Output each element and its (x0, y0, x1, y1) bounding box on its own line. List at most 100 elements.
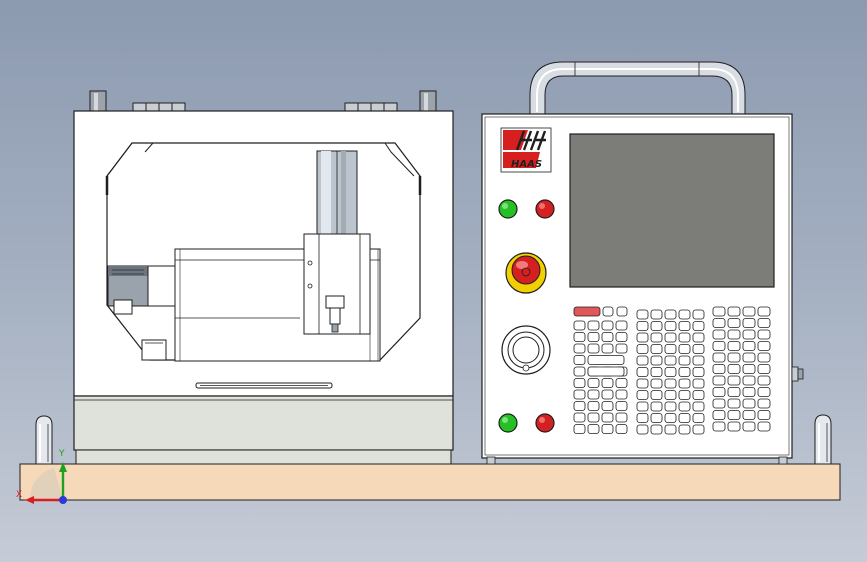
keypad-key[interactable] (742, 318, 756, 328)
keypad-key[interactable] (712, 364, 726, 374)
keypad-key[interactable] (636, 344, 649, 354)
keypad-key[interactable] (712, 352, 726, 363)
keypad-key[interactable] (573, 412, 586, 423)
keypad-key[interactable] (727, 421, 741, 432)
keypad-key[interactable] (615, 378, 628, 388)
keypad-key[interactable] (601, 378, 614, 388)
keypad-key[interactable] (757, 410, 771, 420)
keypad-key[interactable] (616, 306, 628, 317)
keypad-key[interactable] (712, 329, 726, 340)
keypad-key[interactable] (742, 421, 756, 432)
keypad-key[interactable] (573, 343, 586, 354)
keypad-key[interactable] (742, 329, 756, 340)
keypad-key[interactable] (712, 375, 726, 386)
keypad-key[interactable] (636, 309, 649, 320)
keypad-key[interactable] (727, 352, 741, 363)
keypad-key[interactable] (573, 401, 586, 411)
keypad-key[interactable] (615, 332, 628, 342)
keypad-key[interactable] (573, 320, 586, 331)
keypad-key[interactable] (650, 424, 663, 435)
keypad-key[interactable] (727, 341, 741, 351)
keypad-key[interactable] (573, 332, 586, 342)
keypad-key[interactable] (664, 332, 677, 343)
keypad-key[interactable] (587, 320, 600, 331)
keypad-key[interactable] (587, 378, 600, 388)
keypad-key[interactable] (678, 413, 691, 423)
keypad-key[interactable] (692, 413, 705, 423)
keypad-key[interactable] (712, 306, 726, 317)
feed-hold-button[interactable] (535, 199, 555, 219)
keypad-key[interactable] (615, 424, 628, 434)
keypad-key[interactable] (587, 412, 600, 423)
keypad-key[interactable] (650, 321, 663, 331)
keypad-key[interactable] (742, 398, 756, 409)
keypad-key[interactable] (664, 309, 677, 320)
keypad-key[interactable] (573, 378, 586, 388)
keypad-key[interactable] (636, 367, 649, 377)
keypad-key[interactable] (602, 306, 614, 317)
keypad-key[interactable] (742, 375, 756, 386)
keypad-key[interactable] (664, 321, 677, 331)
keypad-key[interactable] (692, 309, 705, 320)
keypad-key[interactable] (587, 343, 600, 354)
keypad-key[interactable] (650, 309, 663, 320)
keypad-key[interactable] (650, 378, 663, 389)
keypad-key[interactable] (712, 410, 726, 420)
keypad-key[interactable] (692, 355, 705, 366)
keypad-key[interactable] (678, 378, 691, 389)
keypad-key[interactable] (692, 344, 705, 354)
keypad-key[interactable] (650, 401, 663, 412)
keypad-key[interactable] (615, 412, 628, 423)
keypad-key[interactable] (727, 387, 741, 397)
keypad-key[interactable] (664, 401, 677, 412)
keypad-key[interactable] (757, 306, 771, 317)
keypad-key[interactable] (601, 389, 614, 400)
keypad-key[interactable] (650, 344, 663, 354)
keypad-key[interactable] (692, 401, 705, 412)
keypad-key[interactable] (678, 401, 691, 412)
keypad-key[interactable] (757, 375, 771, 386)
keypad-key[interactable] (601, 332, 614, 342)
keypad-key[interactable] (678, 367, 691, 377)
keypad-key[interactable] (636, 424, 649, 435)
keypad-key[interactable] (678, 355, 691, 366)
keypad-key[interactable] (757, 318, 771, 328)
keypad-key[interactable] (615, 320, 628, 331)
keypad-key[interactable] (678, 321, 691, 331)
keypad-key[interactable] (573, 389, 586, 400)
keypad-key[interactable] (678, 309, 691, 320)
keypad-key[interactable] (601, 320, 614, 331)
keypad-key[interactable] (712, 398, 726, 409)
keypad-key[interactable] (742, 364, 756, 374)
keypad-key[interactable] (636, 332, 649, 343)
reset-key[interactable] (573, 306, 601, 317)
keypad-key[interactable] (650, 413, 663, 423)
keypad-key[interactable] (664, 367, 677, 377)
keypad-key[interactable] (678, 424, 691, 435)
keypad-key[interactable] (664, 390, 677, 400)
keypad-key[interactable] (650, 390, 663, 400)
power-on-button[interactable] (498, 413, 518, 433)
keypad-key[interactable] (636, 378, 649, 389)
jog-handwheel-icon[interactable] (501, 325, 551, 375)
keypad-key[interactable] (573, 355, 586, 365)
keypad-key[interactable] (727, 398, 741, 409)
keypad-key[interactable] (573, 366, 586, 377)
keypad-key[interactable] (692, 367, 705, 377)
power-off-button[interactable] (535, 413, 555, 433)
keypad-key[interactable] (664, 344, 677, 354)
keypad-key[interactable] (678, 390, 691, 400)
keypad-key[interactable] (727, 410, 741, 420)
keypad-key[interactable] (757, 387, 771, 397)
keypad-key[interactable] (664, 424, 677, 435)
keypad-key[interactable] (601, 401, 614, 411)
keypad-key[interactable] (636, 401, 649, 412)
keypad-key[interactable] (587, 355, 625, 365)
keypad-key[interactable] (742, 306, 756, 317)
keypad-key[interactable] (601, 343, 614, 354)
keypad-key[interactable] (636, 413, 649, 423)
keypad-key[interactable] (601, 424, 614, 434)
keypad-key[interactable] (587, 424, 600, 434)
keypad-key[interactable] (664, 378, 677, 389)
keypad-key[interactable] (650, 355, 663, 366)
